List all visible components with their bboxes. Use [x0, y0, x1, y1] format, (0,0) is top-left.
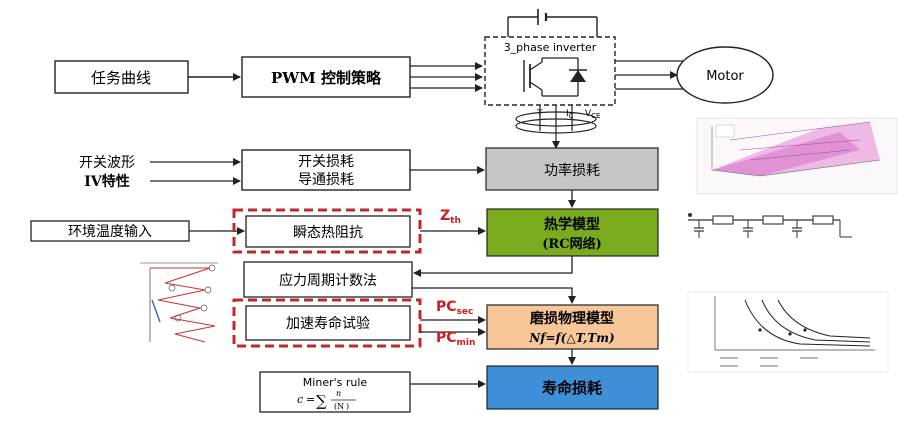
pwm-strategy-label: PWM 控制策略 [271, 69, 382, 87]
switch-waveform-label: 开关波形 [79, 155, 135, 171]
power-loss-box: 功率损耗 [485, 147, 659, 191]
wear-model-formula: Nf=f(△T,Tm) [528, 331, 614, 345]
svg-text:(N: (N [334, 402, 344, 411]
transient-thermal-impedance-box: 瞬态热阻抗 [245, 215, 411, 248]
svg-text:): ) [346, 402, 349, 411]
svg-text:=: = [306, 393, 315, 406]
dc-source-symbol [507, 9, 598, 37]
pc-sec-sub: sec [457, 307, 474, 317]
svg-text:n: n [336, 389, 341, 398]
measurement-bus [515, 105, 597, 149]
ambient-temp-input-label: 环境温度输入 [68, 224, 152, 240]
pc-min-sub: min [457, 338, 476, 348]
arrow-rainflow-to-wear [412, 287, 576, 304]
zth-highlight-frame [232, 208, 422, 254]
zth-sub: th [450, 216, 461, 226]
ambient-temp-input-box: 环境温度输入 [30, 220, 190, 242]
arrow-thermal-to-rainflow [413, 256, 573, 277]
thermal-model-label: 热学模型 [544, 216, 600, 233]
ic-signal-sub: C [569, 112, 574, 120]
rainflow-sketch-thumbnail [140, 262, 218, 343]
pc-sec-main: PC [436, 299, 457, 315]
rainflow-counting-label: 应力周期计数法 [279, 272, 377, 289]
motor-circle: Motor [676, 46, 774, 104]
rainflow-counting-box: 应力周期计数法 [243, 261, 413, 298]
ic-signal-main: I [566, 109, 569, 119]
transient-thermal-impedance-label: 瞬态热阻抗 [293, 225, 363, 241]
alt-highlight-frame [232, 298, 422, 348]
mission-profile-label: 任务曲线 [91, 69, 151, 87]
pwm-strategy-box: PWM 控制策略 [241, 56, 411, 98]
svg-text:c: c [297, 393, 303, 406]
wear-model-label: 磨损物理模型 [530, 310, 614, 327]
thermal-model-box: 热学模型 (RC网络) [486, 208, 659, 257]
lifetime-curve-thumbnail [687, 291, 889, 373]
pc-min-label: PCmin [436, 330, 475, 348]
zth-label: Zth [440, 208, 461, 226]
igbt-icon [523, 57, 587, 97]
miners-rule-formula: c = ∑ n (N ) [297, 389, 356, 411]
switching-loss-label: 开关损耗 [298, 154, 354, 170]
motor-label: Motor [706, 69, 744, 84]
lifetime-damage-label: 寿命损耗 [542, 379, 602, 397]
rc-network-icon [688, 213, 852, 238]
vce-signal-sub: CE [591, 112, 600, 120]
vce-signal-label: VCE [585, 109, 600, 120]
inverter-label: 3_phase inverter [504, 41, 597, 54]
wear-physics-model-box: 磨损物理模型 Nf=f(△T,Tm) [486, 304, 659, 350]
miners-rule-box: Miner's rule c = ∑ n (N ) [259, 371, 411, 413]
thermal-model-sublabel: (RC网络) [542, 236, 601, 252]
conduction-loss-label: 导通损耗 [298, 172, 354, 188]
iv-characteristics-label: IV特性 [84, 173, 129, 190]
loss-calculation-box: 开关损耗 导通损耗 [241, 149, 411, 191]
ic-signal-label: IC [566, 109, 574, 120]
mission-profile-box: 任务曲线 [54, 60, 189, 94]
vce-signal-main: V [585, 109, 592, 119]
power-loss-label: 功率损耗 [544, 162, 600, 179]
miners-rule-title: Miner's rule [303, 376, 368, 389]
pc-sec-label: PCsec [436, 299, 473, 317]
pc-min-main: PC [436, 330, 457, 346]
zth-main: Z [440, 208, 450, 224]
loss-surface-plot-thumbnail [696, 117, 898, 195]
accelerated-life-test-label: 加速寿命试验 [286, 315, 370, 332]
inverter-box: 3_phase inverter [484, 36, 616, 106]
lifetime-damage-box: 寿命损耗 [486, 365, 659, 410]
svg-text:∑: ∑ [316, 392, 327, 410]
accelerated-life-test-box: 加速寿命试验 [245, 305, 411, 341]
t-signal-label: T [536, 109, 543, 119]
